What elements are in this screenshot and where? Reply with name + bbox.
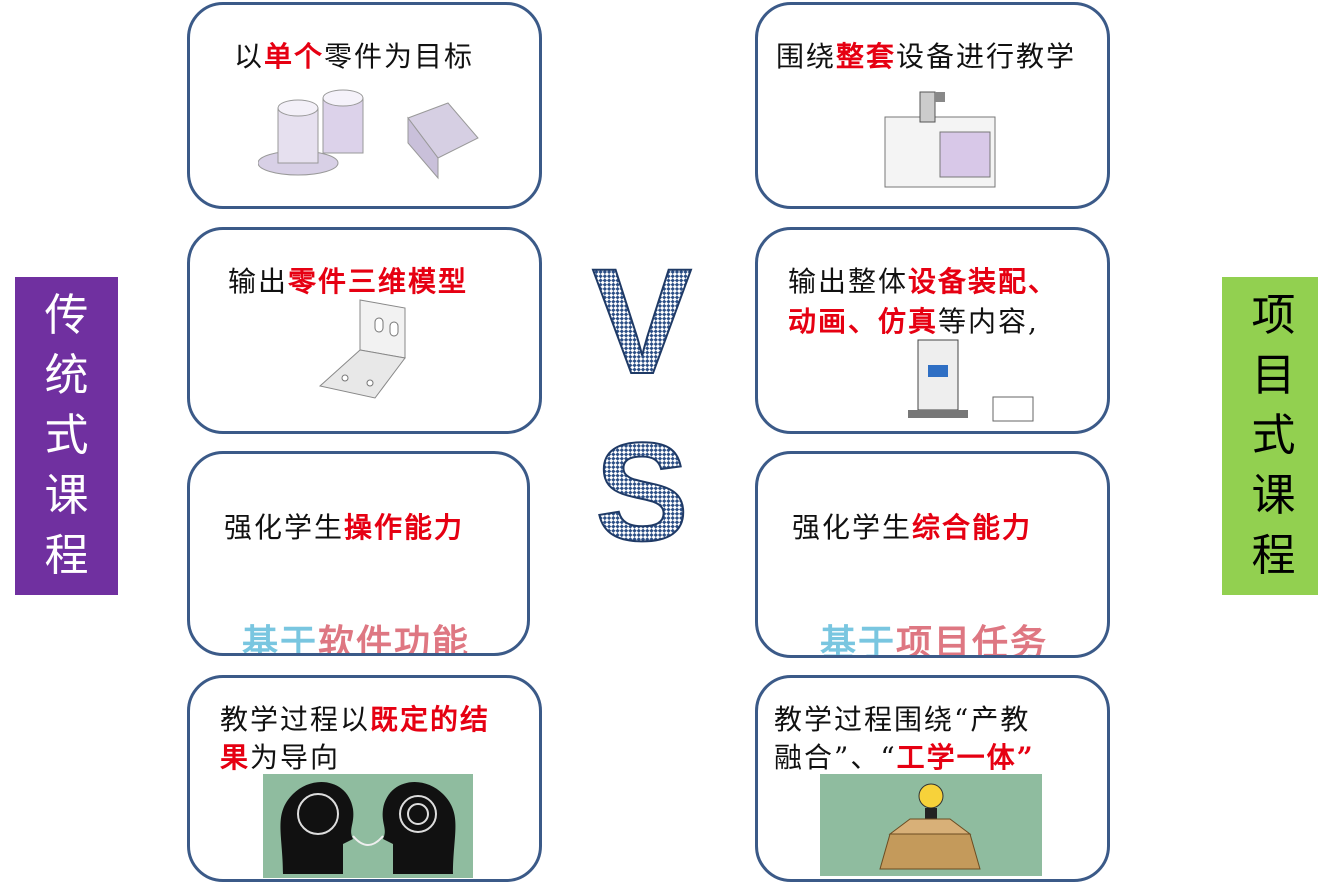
card-caption: 围绕整套设备进行教学 [776, 35, 1076, 75]
caption-text: 教学过程以 [220, 703, 371, 736]
caption-text: 以 [234, 40, 265, 73]
caption-text: 围绕 [776, 40, 837, 73]
right-label-char: 式 [1251, 410, 1296, 461]
left-label-char: 程 [44, 530, 89, 581]
caption-text: 为导向 [250, 741, 341, 774]
basis-watermark: 基于软件功能 [242, 614, 471, 656]
caption-highlight: 综合能力 [912, 511, 1033, 544]
caption-highlight: 整套 [836, 40, 897, 73]
caption-highlight: 操作能力 [344, 511, 465, 544]
caption-highlight: 设备装配、 [908, 265, 1059, 298]
card-caption-line2: 果为导向 [220, 736, 340, 776]
watermark-part: 基于 [820, 622, 897, 658]
watermark-part: 基于 [242, 622, 319, 656]
left-card-operation-ability: 强化学生操作能力 基于软件功能 [187, 451, 530, 656]
caption-highlight: 动画、仿真 [788, 305, 939, 338]
caption-text: 等内容, [938, 305, 1039, 338]
left-course-label: 传 统 式 课 程 [15, 277, 118, 595]
right-label-char: 目 [1251, 350, 1296, 401]
right-card-comprehensive-ability: 强化学生综合能力 基于项目任务 [755, 451, 1110, 658]
left-label-char: 统 [44, 350, 89, 401]
right-course-label: 项 目 式 课 程 [1222, 277, 1318, 595]
basis-watermark: 基于项目任务 [820, 614, 1049, 658]
caption-highlight: 单个 [264, 40, 325, 73]
right-label-char: 项 [1251, 290, 1296, 341]
heads-illustration [263, 774, 473, 878]
card-caption-line1: 输出整体设备装配、 [788, 260, 1058, 300]
caption-text: 输出整体 [788, 265, 909, 298]
left-label-char: 课 [44, 470, 89, 521]
right-card-assembly-output: 输出整体设备装配、 动画、仿真等内容, [755, 227, 1110, 434]
card-caption-line1: 教学过程围绕“产教 [774, 698, 1030, 738]
watermark-part: 软件功能 [318, 622, 471, 656]
simulation-illustration [908, 339, 1034, 422]
idea-box-illustration [820, 774, 1042, 876]
caption-highlight: 工学一体” [896, 741, 1035, 774]
card-caption: 强化学生综合能力 [792, 506, 1032, 546]
caption-text: 强化学生 [792, 511, 913, 544]
right-card-whole-equipment: 围绕整套设备进行教学 [755, 2, 1110, 209]
right-label-char: 课 [1251, 470, 1296, 521]
caption-highlight: 零件三维模型 [288, 265, 469, 298]
right-label-char: 程 [1251, 530, 1296, 581]
left-card-single-part: 以单个零件为目标 [187, 2, 542, 209]
bracket-illustration [318, 299, 406, 399]
caption-highlight: 果 [220, 741, 251, 774]
left-label-char: 传 [44, 290, 89, 341]
vs-letter-s: S [595, 413, 688, 555]
vs-graphic: V S [591, 255, 693, 555]
card-caption-line2: 融合”、“工学一体” [774, 736, 1035, 776]
card-caption-line1: 教学过程以既定的结 [220, 698, 490, 738]
caption-text: 教学过程围绕“产教 [774, 703, 1031, 736]
card-caption-line2: 动画、仿真等内容, [788, 300, 1039, 340]
caption-text: 输出 [228, 265, 289, 298]
right-card-teaching-process: 教学过程围绕“产教 融合”、“工学一体” [755, 675, 1110, 882]
caption-text: 零件为目标 [324, 40, 475, 73]
caption-text: 设备进行教学 [896, 40, 1077, 73]
caption-text: 融合”、“ [774, 741, 897, 774]
watermark-part: 项目任务 [896, 622, 1049, 658]
card-caption: 强化学生操作能力 [224, 506, 464, 546]
card-caption: 以单个零件为目标 [234, 35, 474, 75]
caption-text: 强化学生 [224, 511, 345, 544]
left-card-3d-model: 输出零件三维模型 [187, 227, 542, 434]
left-label-char: 式 [44, 410, 89, 461]
card-caption: 输出零件三维模型 [228, 260, 468, 300]
equipment-illustration [884, 91, 996, 188]
caption-highlight: 既定的结 [370, 703, 491, 736]
left-card-teaching-process: 教学过程以既定的结 果为导向 [187, 675, 542, 882]
vs-letter-v: V [592, 255, 692, 405]
part-illustration [258, 89, 479, 180]
